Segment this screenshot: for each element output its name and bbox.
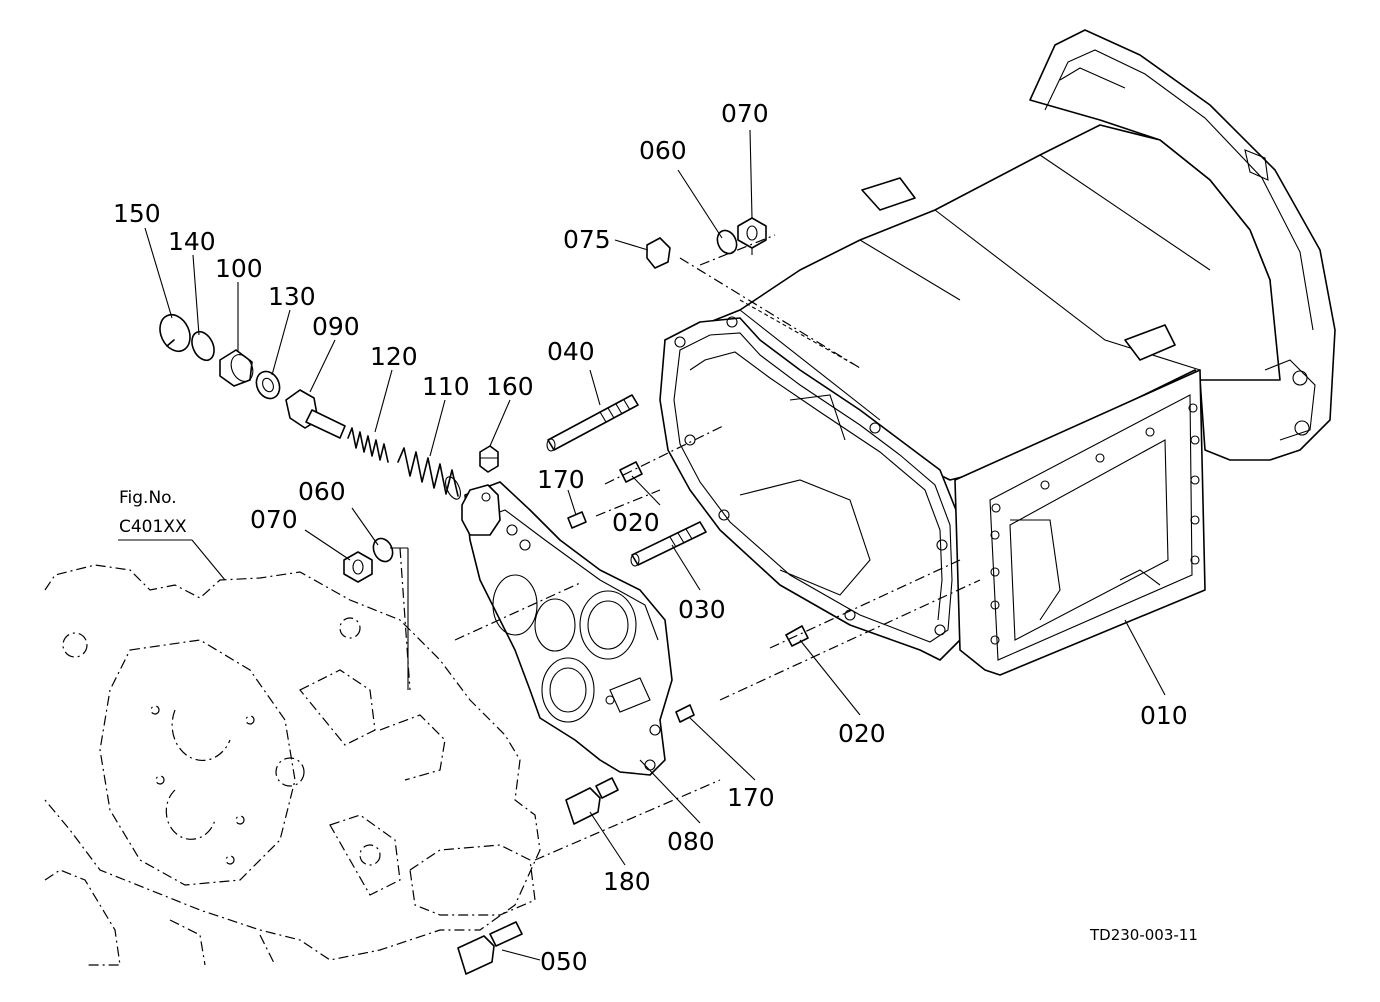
washer-060-lower[interactable] <box>370 535 396 564</box>
callout-040: 040 <box>547 337 595 366</box>
callout-110: 110 <box>422 372 470 401</box>
drawing-code: TD230-003-11 <box>1089 926 1198 944</box>
plug-050[interactable] <box>457 921 523 975</box>
callout-100: 100 <box>215 254 263 283</box>
callout-170-lower: 170 <box>727 783 775 812</box>
plug-100[interactable] <box>219 349 257 387</box>
callout-labels: 150 140 100 130 090 120 110 160 040 170 … <box>113 99 1198 976</box>
callout-020-lower: 020 <box>838 719 886 748</box>
spring-110[interactable] <box>397 447 464 501</box>
plug-075[interactable] <box>646 237 671 269</box>
callout-080: 080 <box>667 827 715 856</box>
stud-030[interactable] <box>630 521 707 567</box>
callout-010: 010 <box>1140 701 1188 730</box>
callout-150: 150 <box>113 199 161 228</box>
callout-130: 130 <box>268 282 316 311</box>
circlip-150[interactable] <box>154 310 195 356</box>
callout-180: 180 <box>603 867 651 896</box>
stud-040[interactable] <box>546 394 639 452</box>
plug-160[interactable] <box>479 445 499 473</box>
callout-060-upper: 060 <box>639 136 687 165</box>
callout-070-upper: 070 <box>721 99 769 128</box>
figure-ref-number: C401XX <box>119 517 187 537</box>
valve-090[interactable] <box>285 389 346 439</box>
pin-170-upper[interactable] <box>567 511 587 529</box>
nut-070-upper[interactable] <box>737 217 767 249</box>
callout-030: 030 <box>678 595 726 624</box>
assembly-axes <box>390 234 981 861</box>
callout-140: 140 <box>168 227 216 256</box>
callout-060-lower: 060 <box>298 477 346 506</box>
cover-plate-080[interactable] <box>461 481 673 776</box>
callout-050: 050 <box>540 947 588 976</box>
callout-170-upper: 170 <box>537 465 585 494</box>
pin-170-lower[interactable] <box>675 704 695 723</box>
leader-lines <box>118 129 1166 961</box>
spring-120[interactable] <box>347 427 389 463</box>
plug-180[interactable] <box>565 777 619 825</box>
callout-070-lower: 070 <box>250 505 298 534</box>
transmission-case-010[interactable] <box>659 29 1336 676</box>
callout-075: 075 <box>563 225 611 254</box>
callout-160: 160 <box>486 372 534 401</box>
nut-070-lower[interactable] <box>343 551 373 583</box>
washer-130[interactable] <box>252 368 284 403</box>
front-housing-reference <box>44 564 541 966</box>
callout-020-upper: 020 <box>612 508 660 537</box>
pin-020-upper[interactable] <box>619 461 643 483</box>
figure-ref-label: Fig.No. <box>119 488 177 508</box>
callout-090: 090 <box>312 312 360 341</box>
callout-120: 120 <box>370 342 418 371</box>
washer-060-upper[interactable] <box>714 227 740 256</box>
o-ring-140[interactable] <box>188 328 219 364</box>
